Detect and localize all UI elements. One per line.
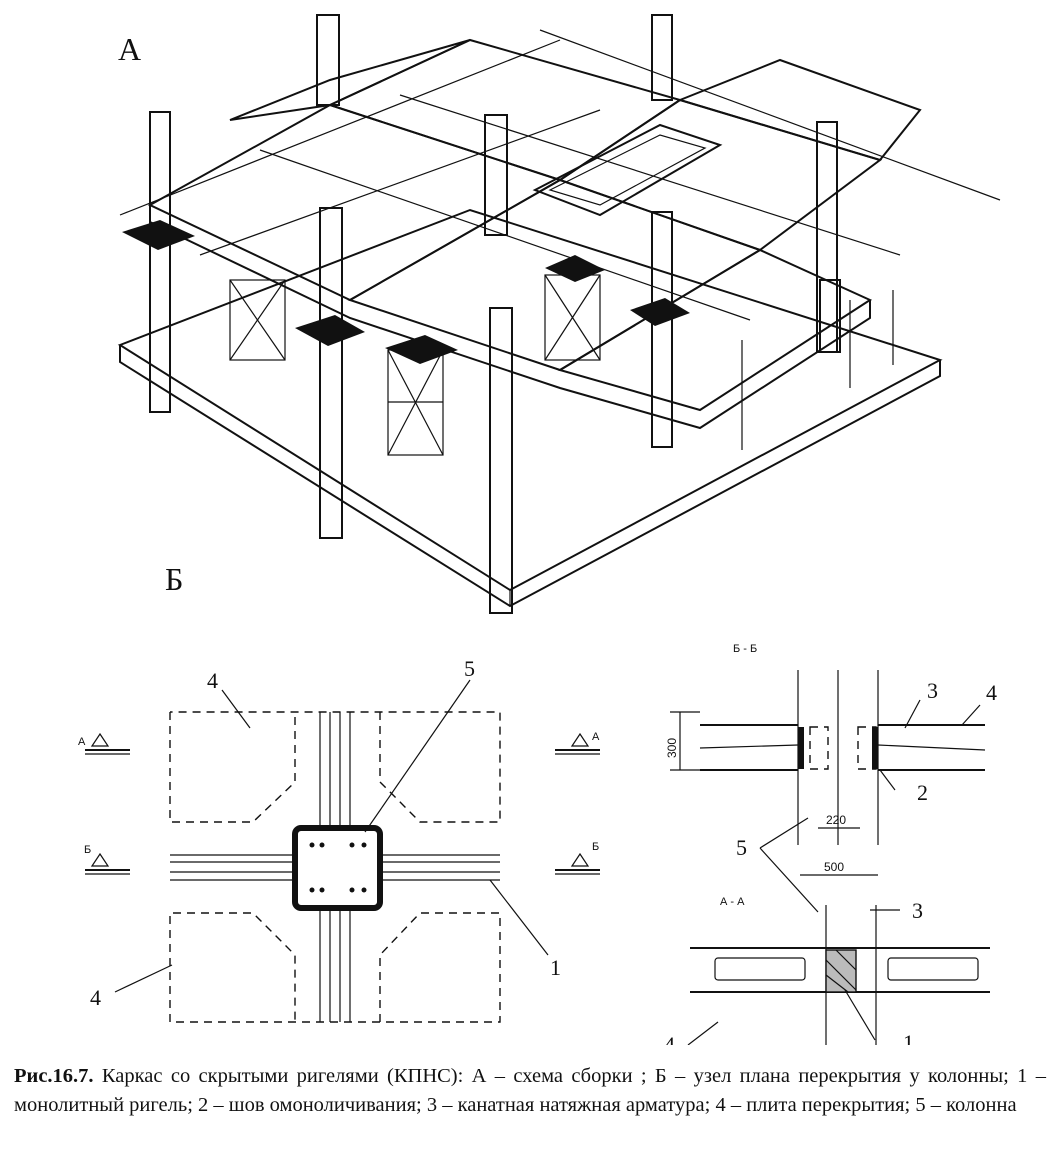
part-a-label: А [118,31,141,67]
plan-label-4-bottom: 4 [90,985,101,1010]
plan-node [85,679,600,1023]
assembly-scheme [117,14,1001,614]
section-label-3-bottom: 3 [912,898,923,923]
figure-caption: Рис.16.7. Каркас со скрытыми ригелями (К… [14,1062,1046,1120]
temporary-supports [122,220,894,456]
dimension-500: 500 [824,860,844,874]
section-aa-title: А - А [720,896,745,908]
section-label-2: 2 [917,780,928,805]
cut-a-right-label: А [592,731,600,743]
section-label-3-top: 3 [927,678,938,703]
construction-diagram: А Б [78,14,1001,1045]
part-b-label: Б [165,561,183,597]
section-label-4-top: 4 [986,680,997,705]
cut-b-left-label: Б [84,844,91,856]
dimension-300: 300 [665,738,679,758]
plan-label-5: 5 [464,656,475,681]
column-plan [292,825,383,911]
cut-a-left-label: А [78,736,86,748]
cut-b-right-label: Б [592,841,599,853]
caption-text: Каркас со скрытыми ригелями (КПНС): А – … [14,1065,1046,1116]
section-label-5: 5 [736,835,747,860]
plan-label-1: 1 [550,955,561,980]
figure-number: Рис.16.7. [14,1065,94,1087]
section-aa [687,817,990,1045]
upper-floor-plates [119,29,1001,430]
plan-label-4-top: 4 [207,668,218,693]
section-bb-title: Б - Б [733,643,757,655]
dimension-220: 220 [826,813,846,827]
section-label-1: 1 [903,1030,914,1045]
columns [149,14,841,614]
section-label-4-bottom: 4 [664,1032,675,1045]
section-bb [670,670,986,876]
